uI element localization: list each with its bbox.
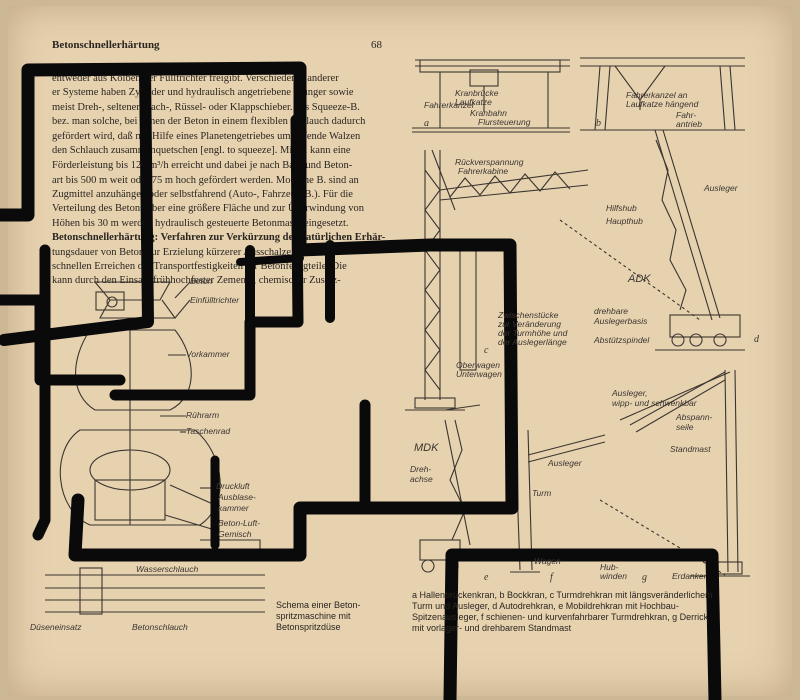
label-vorkammer: Vorkammer — [186, 349, 230, 359]
label-betonschlauch: Betonschlauch — [132, 622, 188, 632]
label: der Auslegerlänge — [498, 337, 567, 347]
paper-page — [8, 6, 792, 696]
label: winden — [600, 571, 627, 581]
label: Turm — [532, 488, 552, 498]
letter-g: g — [642, 572, 647, 583]
label-gemisch: Gemisch — [218, 529, 252, 539]
text-line: Förderleistung bis 120 m³/h erreicht und… — [52, 160, 353, 171]
text-line: Betonschnellerhärtung: Verfahren zur Ver… — [52, 232, 386, 243]
label: seile — [676, 422, 694, 432]
caption-line: Spitzenausleger, f schienen- und kurvenf… — [412, 612, 709, 622]
label: Abspann- — [676, 412, 713, 422]
label: Rückverspannung — [455, 157, 524, 167]
label: Ausleger — [704, 183, 738, 193]
label: antrieb — [676, 119, 702, 129]
text-line: Verteilung des Betons über eine größere … — [52, 203, 364, 214]
text-line: art bis 500 m weit oder 75 m hoch geförd… — [52, 175, 359, 186]
label-einfuelltrichter: Einfülltrichter — [190, 295, 240, 305]
label: Erdanker — [672, 571, 707, 581]
letter-e: e — [484, 572, 489, 583]
label: wipp- und schwenkbar — [612, 398, 697, 408]
label-wasserschlauch: Wasserschlauch — [136, 564, 199, 574]
caption-line: a Hallenbrückenkran, b Bockkran, c Turmd… — [412, 590, 713, 600]
label-ruehrarm: Rührarm — [186, 410, 220, 420]
label: Fahrerkanzel — [424, 100, 474, 110]
label: zur Veränderung — [498, 319, 562, 329]
paint-strokes — [0, 61, 722, 700]
text-line: kann durch den Einsatz frühhochfester Ze… — [52, 275, 341, 286]
label: Hilfshub — [606, 203, 637, 213]
letter-f: f — [550, 572, 553, 583]
label-kammer: kammer — [218, 503, 249, 513]
label-beton-luft: Beton-Luft- — [218, 518, 261, 528]
label: Laufkatze — [455, 97, 492, 107]
caption-line: mit vorlager- und drehbarem Standmast — [412, 623, 572, 633]
letter-d: d — [754, 334, 759, 345]
caption-line: Turm und Ausleger, d Autodrehkran, e Mob… — [412, 601, 679, 611]
label: Fahr- — [676, 110, 697, 120]
label: Kranbrücke — [455, 88, 499, 98]
letter-b: b — [596, 118, 601, 129]
caption-line: Schema einer Beton- — [276, 600, 361, 610]
text-line: er Systeme haben Zylinder und hydraulisc… — [52, 87, 354, 98]
crane-drawing-b — [580, 57, 745, 131]
label-duesendeinsatz: Düseneinsatz — [30, 622, 82, 632]
label: Fahrerkanzel an — [626, 90, 688, 100]
label: Dreh- — [410, 464, 432, 474]
label: Ausleger, — [612, 388, 648, 398]
text-line: den Schlauch zusammenquetschen [engl. to… — [52, 145, 351, 156]
label: Fahrerkabine — [458, 166, 509, 176]
label: Kranbahn — [470, 108, 507, 118]
crane-drawing-e — [419, 404, 481, 573]
label: Flursteuerung — [478, 117, 531, 127]
label: Standmast — [670, 444, 711, 454]
label: Wagen — [534, 556, 561, 566]
text-line: entweder aus Kolben der Fülltrichter fre… — [52, 73, 339, 84]
text-line: Höhen bis 30 m werden hydraulisch gesteu… — [52, 218, 349, 229]
crane-drawing-a — [412, 59, 570, 133]
letter-c: c — [484, 345, 489, 356]
label: drehbare — [594, 306, 629, 316]
label: Oberwagen — [456, 360, 500, 370]
page-number: 68 — [371, 39, 382, 51]
text-line: gefördert wird, daß mit Hilfe eines Plan… — [52, 131, 361, 142]
caption-line: spritzmaschine mit — [276, 611, 351, 621]
label: Abstützspindel — [594, 335, 650, 345]
label: achse — [410, 474, 433, 484]
label: Haupthub — [606, 216, 643, 226]
text-line: tungsdauer von Beton zur Erzielung kürze… — [52, 247, 342, 258]
label: Laufkatze hängend — [626, 99, 699, 109]
label-druckluft: Druckluft — [216, 481, 250, 491]
label: Ausleger — [548, 458, 582, 468]
label-mdk: MDK — [414, 442, 439, 454]
caption-line: Betonspritzdüse — [276, 622, 341, 632]
label-adk: ADK — [628, 273, 651, 285]
label: Hub- — [600, 562, 619, 572]
text-line: schnellen Erreichen der Transportfestigk… — [52, 261, 347, 272]
text-line: Zugmittel anzuhängen oder selbstfahrend … — [52, 189, 353, 200]
text-line: meist Dreh-, seltener Flach-, Rüssel- od… — [52, 102, 360, 113]
label: der Turmhöhe und — [498, 328, 568, 338]
letter-a: a — [424, 118, 429, 129]
label-beton: Beton — [190, 276, 213, 286]
label-ausblase: Ausblase- — [218, 492, 256, 502]
text-line: bez. man solche, bei denen der Beton in … — [52, 116, 366, 127]
crane-drawing-d — [559, 129, 745, 351]
label: Zwischenstücke — [498, 310, 559, 320]
label: Unterwagen — [456, 369, 502, 379]
label-taschenrad: Taschenrad — [186, 426, 231, 436]
label: Auslegerbasis — [594, 316, 648, 326]
page-heading: Betonschnellerhärtung — [52, 39, 160, 51]
